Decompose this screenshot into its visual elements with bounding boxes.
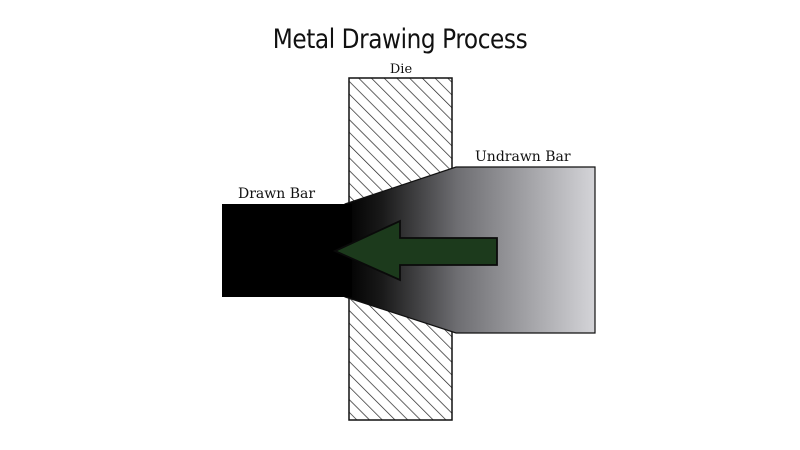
page-title: Metal Drawing Process (272, 24, 528, 55)
die-label: Die (389, 62, 413, 77)
undrawn-bar-label: Undrawn Bar (475, 149, 571, 165)
drawn-bar (222, 204, 352, 297)
left-arrow-icon (332, 219, 498, 282)
drawn-bar-label: Drawn Bar (238, 186, 316, 202)
